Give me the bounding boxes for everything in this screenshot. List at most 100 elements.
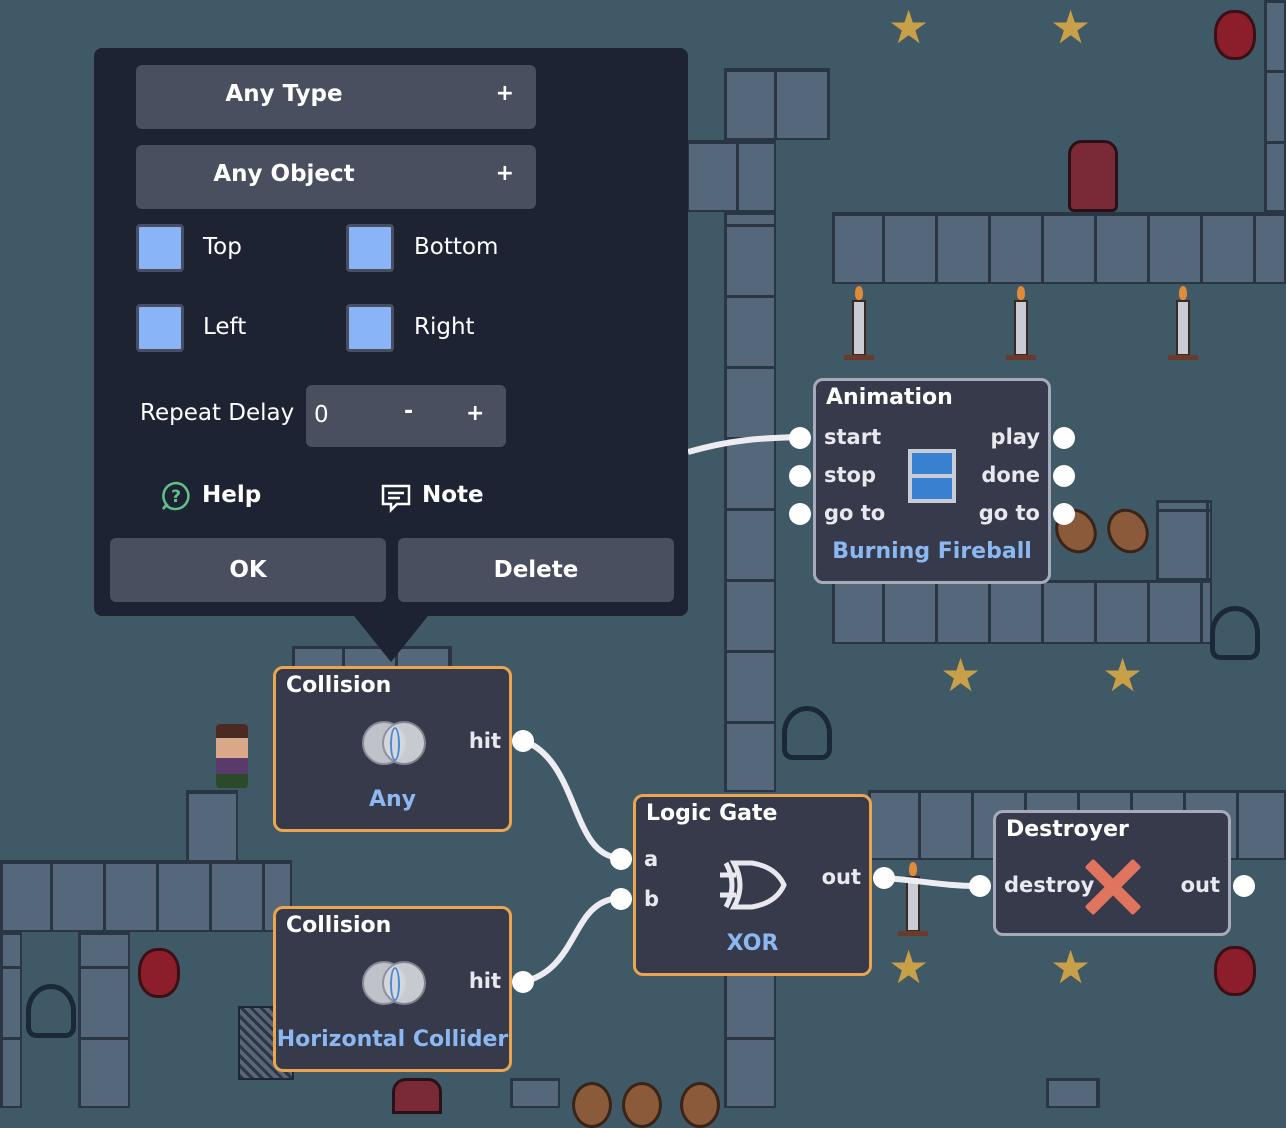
port-hit: hit	[468, 729, 501, 753]
star-icon: ★	[1102, 648, 1144, 702]
wall-tile	[78, 932, 130, 1108]
animation-play-connector[interactable]	[1053, 427, 1075, 449]
port-go-to-in: go to	[824, 501, 886, 525]
help-icon: ?	[162, 481, 190, 511]
wall-tile	[0, 932, 22, 1108]
delete-button[interactable]: Delete	[398, 538, 674, 602]
left-checkbox[interactable]	[136, 304, 184, 352]
wall-tile	[186, 790, 238, 862]
port-out: out	[821, 865, 861, 889]
top-checkbox[interactable]	[136, 224, 184, 272]
wall-tile	[1156, 500, 1212, 580]
right-checkbox-label: Right	[414, 314, 475, 340]
note-label: Note	[422, 482, 484, 508]
type-select-button[interactable]: Any Type +	[136, 65, 536, 129]
wall-tile	[1046, 1078, 1100, 1108]
candle-icon	[1006, 286, 1036, 360]
candle-icon	[844, 286, 874, 360]
object-select-label: Any Object	[213, 161, 355, 187]
wall-tile	[832, 212, 1286, 284]
collision-node-title: Collision	[286, 673, 392, 698]
collision-node-horizontal[interactable]: Collision hit Horizontal Collider	[273, 906, 512, 1072]
object-select-button[interactable]: Any Object +	[136, 145, 536, 209]
ok-button[interactable]: OK	[110, 538, 386, 602]
enemy-icon	[1210, 606, 1260, 660]
collision-node-any[interactable]: Collision hit Any	[273, 666, 512, 832]
apple-icon	[138, 948, 180, 998]
collision-icon	[362, 721, 426, 765]
monster-icon	[1068, 140, 1118, 212]
collision-node-subtitle: Horizontal Collider	[276, 1027, 509, 1052]
port-a: a	[644, 847, 659, 871]
decrement-button[interactable]: -	[404, 399, 414, 424]
port-stop: stop	[824, 463, 876, 487]
apple-icon	[1214, 946, 1256, 996]
port-b: b	[644, 887, 660, 911]
svg-text:?: ?	[171, 487, 181, 507]
wall-tile	[0, 860, 292, 932]
animation-stop-connector[interactable]	[789, 465, 811, 487]
bottom-checkbox[interactable]	[346, 224, 394, 272]
apple-icon	[1214, 10, 1256, 60]
animation-goto-in-connector[interactable]	[789, 503, 811, 525]
animation-node[interactable]: Animation start stop go to play done go …	[813, 378, 1051, 584]
collision-settings-popup: Any Type + Any Object + Top Bottom Left …	[94, 48, 688, 616]
cross-icon	[1082, 857, 1142, 917]
candle-icon	[898, 862, 928, 936]
repeat-delay-value[interactable]: 0	[314, 402, 329, 428]
port-out: out	[1180, 873, 1220, 897]
logic-gate-node-subtitle: XOR	[726, 931, 779, 956]
plus-icon: +	[495, 81, 514, 106]
collision-any-hit-connector[interactable]	[512, 730, 534, 752]
right-checkbox[interactable]	[346, 304, 394, 352]
star-icon: ★	[1050, 940, 1092, 994]
animation-done-connector[interactable]	[1053, 465, 1075, 487]
wall-tile	[510, 1078, 560, 1108]
destroyer-node[interactable]: Destroyer destroy out	[993, 810, 1231, 936]
bottom-checkbox-label: Bottom	[414, 234, 499, 260]
port-destroy: destroy	[1004, 873, 1095, 897]
animation-node-subtitle: Burning Fireball	[832, 539, 1032, 564]
enemy-icon	[26, 984, 76, 1038]
destroyer-destroy-connector[interactable]	[969, 875, 991, 897]
logic-gate-node-title: Logic Gate	[646, 801, 778, 826]
star-icon: ★	[940, 648, 982, 702]
logic-b-connector[interactable]	[610, 888, 632, 910]
meat-icon	[622, 1082, 662, 1128]
wall-tile	[724, 68, 830, 140]
destroyer-out-connector[interactable]	[1233, 875, 1255, 897]
port-start: start	[824, 425, 882, 449]
destroyer-node-title: Destroyer	[1006, 817, 1129, 842]
collision-icon	[362, 961, 426, 1005]
logic-gate-node[interactable]: Logic Gate a b out XOR	[633, 794, 872, 976]
monster-icon	[392, 1078, 442, 1114]
enemy-icon	[782, 706, 832, 760]
collision-node-subtitle: Any	[368, 787, 417, 812]
note-icon	[381, 484, 411, 514]
animation-goto-out-connector[interactable]	[1053, 503, 1075, 525]
logic-out-connector[interactable]	[873, 867, 895, 889]
help-label: Help	[202, 482, 262, 508]
meat-icon	[680, 1082, 720, 1128]
wall-tile	[686, 140, 776, 212]
candle-icon	[1168, 286, 1198, 360]
wall-tile	[724, 212, 776, 792]
film-icon	[908, 449, 956, 503]
plus-icon: +	[495, 161, 514, 186]
repeat-delay-stepper[interactable]: 0 - +	[306, 385, 506, 447]
meat-icon	[572, 1082, 612, 1128]
increment-button[interactable]: +	[466, 401, 485, 426]
logic-a-connector[interactable]	[610, 848, 632, 870]
animation-node-title: Animation	[826, 385, 953, 410]
top-checkbox-label: Top	[203, 234, 242, 260]
left-checkbox-label: Left	[203, 314, 247, 340]
meat-icon	[1099, 501, 1157, 561]
collision-horizontal-hit-connector[interactable]	[512, 971, 534, 993]
popup-pointer	[354, 616, 428, 662]
port-go-to-out: go to	[978, 501, 1040, 525]
animation-start-connector[interactable]	[789, 427, 811, 449]
star-icon: ★	[888, 0, 930, 54]
wall-tile	[1264, 0, 1286, 212]
port-done: done	[981, 463, 1040, 487]
